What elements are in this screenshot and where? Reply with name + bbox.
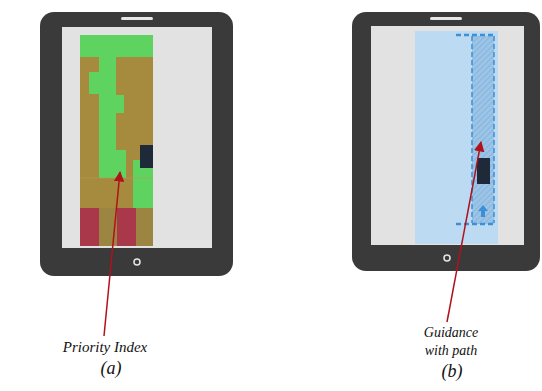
caption-label: Guidance with path [411,324,491,360]
panel-letter: (a) [91,357,131,380]
leader-arrow [447,142,481,322]
tablet-b [352,12,540,271]
caption-label: Priority Index [45,338,165,358]
tablet-a [40,12,233,276]
leader-arrow [104,172,120,336]
panel-letter: (b) [432,360,472,383]
